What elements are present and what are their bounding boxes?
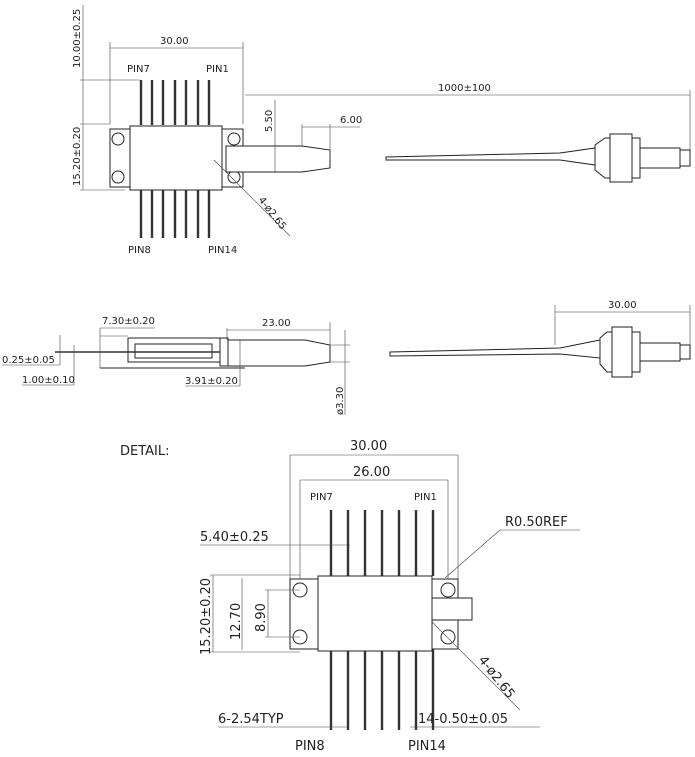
side-height-label: 7.30±0.20 xyxy=(102,316,155,327)
detail-holes-label: 4-ø2.65 xyxy=(475,653,518,702)
detail-title: DETAIL: xyxy=(120,444,170,459)
detail-width-label: 30.00 xyxy=(350,439,387,454)
detail-hole-vspacing-label: 8.90 xyxy=(254,603,269,632)
top-pins-lower xyxy=(139,190,211,238)
detail-radius-label: R0.50REF xyxy=(505,515,568,530)
top-width-label: 30.00 xyxy=(160,36,189,47)
top-holes-label: 4-ø2.65 xyxy=(256,195,288,232)
top-pin7-label: PIN7 xyxy=(127,64,150,75)
top-boot-length-label: 6.00 xyxy=(340,115,362,126)
side-tube-length-label: 23.00 xyxy=(262,318,291,329)
detail-pin-offset-label: 5.40±0.25 xyxy=(200,530,269,545)
detail-pin7-label: PIN7 xyxy=(310,492,333,503)
top-pin8-label: PIN8 xyxy=(128,245,151,256)
detail-pins-upper xyxy=(329,510,435,576)
detail-pin-width-label: 14-0.50±0.05 xyxy=(418,712,508,727)
side-tube-diameter-label: ø3.30 xyxy=(335,387,346,415)
detail-body xyxy=(317,575,433,652)
side-pin-height-label: 3.91±0.20 xyxy=(185,376,238,387)
top-pin14-label: PIN14 xyxy=(208,245,237,256)
top-connector-icon xyxy=(594,133,691,183)
top-pin-height-label: 10.00±0.25 xyxy=(72,9,83,68)
side-connector-length-label: 30.00 xyxy=(608,300,637,311)
detail-pin8-label: PIN8 xyxy=(295,739,325,754)
top-fiber-tube xyxy=(225,145,331,173)
detail-view: DETAIL: 30.00 26.00 PIN7 PIN1 R0.50REF 5… xyxy=(120,439,580,754)
detail-pin14-label: PIN14 xyxy=(408,739,446,754)
top-pin1-label: PIN1 xyxy=(206,64,229,75)
side-view: 7.30±0.20 23.00 0.25±0.05 1.00±0.10 3.91… xyxy=(2,300,691,415)
top-body-height-label: 15.20±0.20 xyxy=(72,127,83,186)
detail-body-height-label: 15.20±0.20 xyxy=(199,578,214,655)
detail-pins-lower xyxy=(329,648,435,730)
detail-pin1-label: PIN1 xyxy=(414,492,437,503)
side-connector-icon xyxy=(599,326,691,378)
top-pins-upper xyxy=(139,80,211,125)
detail-hole-spacing-label: 26.00 xyxy=(353,465,390,480)
top-fiber-offset-label: 5.50 xyxy=(264,110,275,132)
detail-pitch-label: 6-2.54TYP xyxy=(218,712,284,727)
top-fiber-length-label: 1000±100 xyxy=(438,83,491,94)
top-fiber xyxy=(385,147,596,166)
detail-inner-height-label: 12.70 xyxy=(229,603,244,640)
top-body xyxy=(129,125,223,191)
top-view: 30.00 10.00±0.25 15.20±0.20 5.50 6.00 10… xyxy=(72,5,691,256)
side-flange-thickness-label: 1.00±0.10 xyxy=(22,375,75,386)
side-pin-thickness-label: 0.25±0.05 xyxy=(2,355,55,366)
